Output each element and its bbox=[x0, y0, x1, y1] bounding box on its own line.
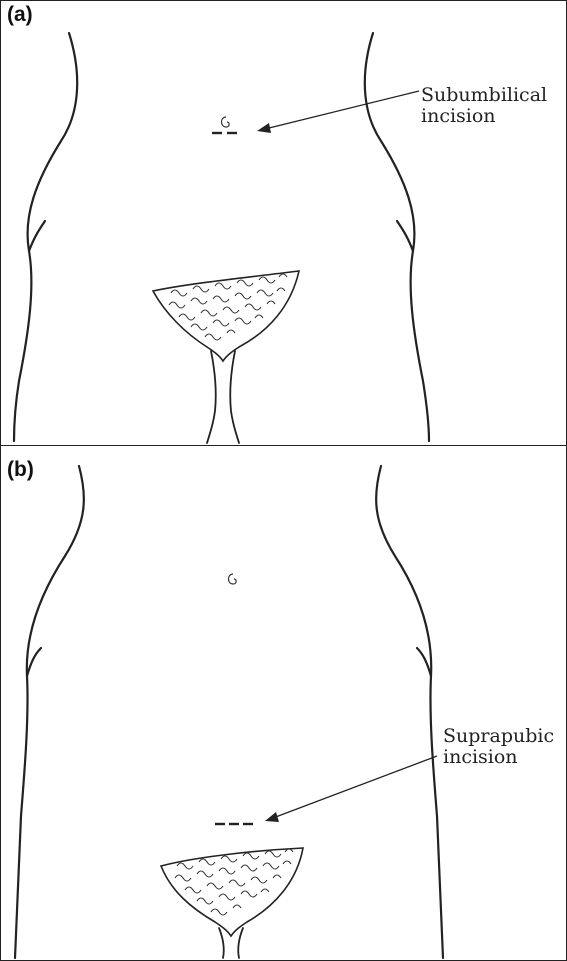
torso-illustration-a bbox=[1, 1, 567, 447]
suprapubic-label: Suprapubic incision bbox=[443, 726, 554, 768]
umbilicus-b bbox=[229, 574, 237, 584]
callout-arrow-a bbox=[257, 91, 419, 133]
subumbilical-label-line1: Subumbilical bbox=[421, 85, 547, 106]
panel-a-subumbilical: (a) Subumbilical incision bbox=[0, 0, 567, 446]
callout-arrow-b bbox=[265, 756, 437, 822]
panel-b-suprapubic: (b) Suprapubic incision bbox=[0, 446, 567, 961]
panel-b-letter: (b) bbox=[7, 458, 34, 482]
subumbilical-label-line2: incision bbox=[421, 106, 547, 127]
suprapubic-label-line1: Suprapubic bbox=[443, 726, 554, 747]
panel-a-letter: (a) bbox=[7, 3, 33, 27]
torso-illustration-b bbox=[1, 446, 567, 961]
umbilicus-a bbox=[222, 117, 230, 127]
subumbilical-label: Subumbilical incision bbox=[421, 85, 547, 127]
suprapubic-label-line2: incision bbox=[443, 747, 554, 768]
